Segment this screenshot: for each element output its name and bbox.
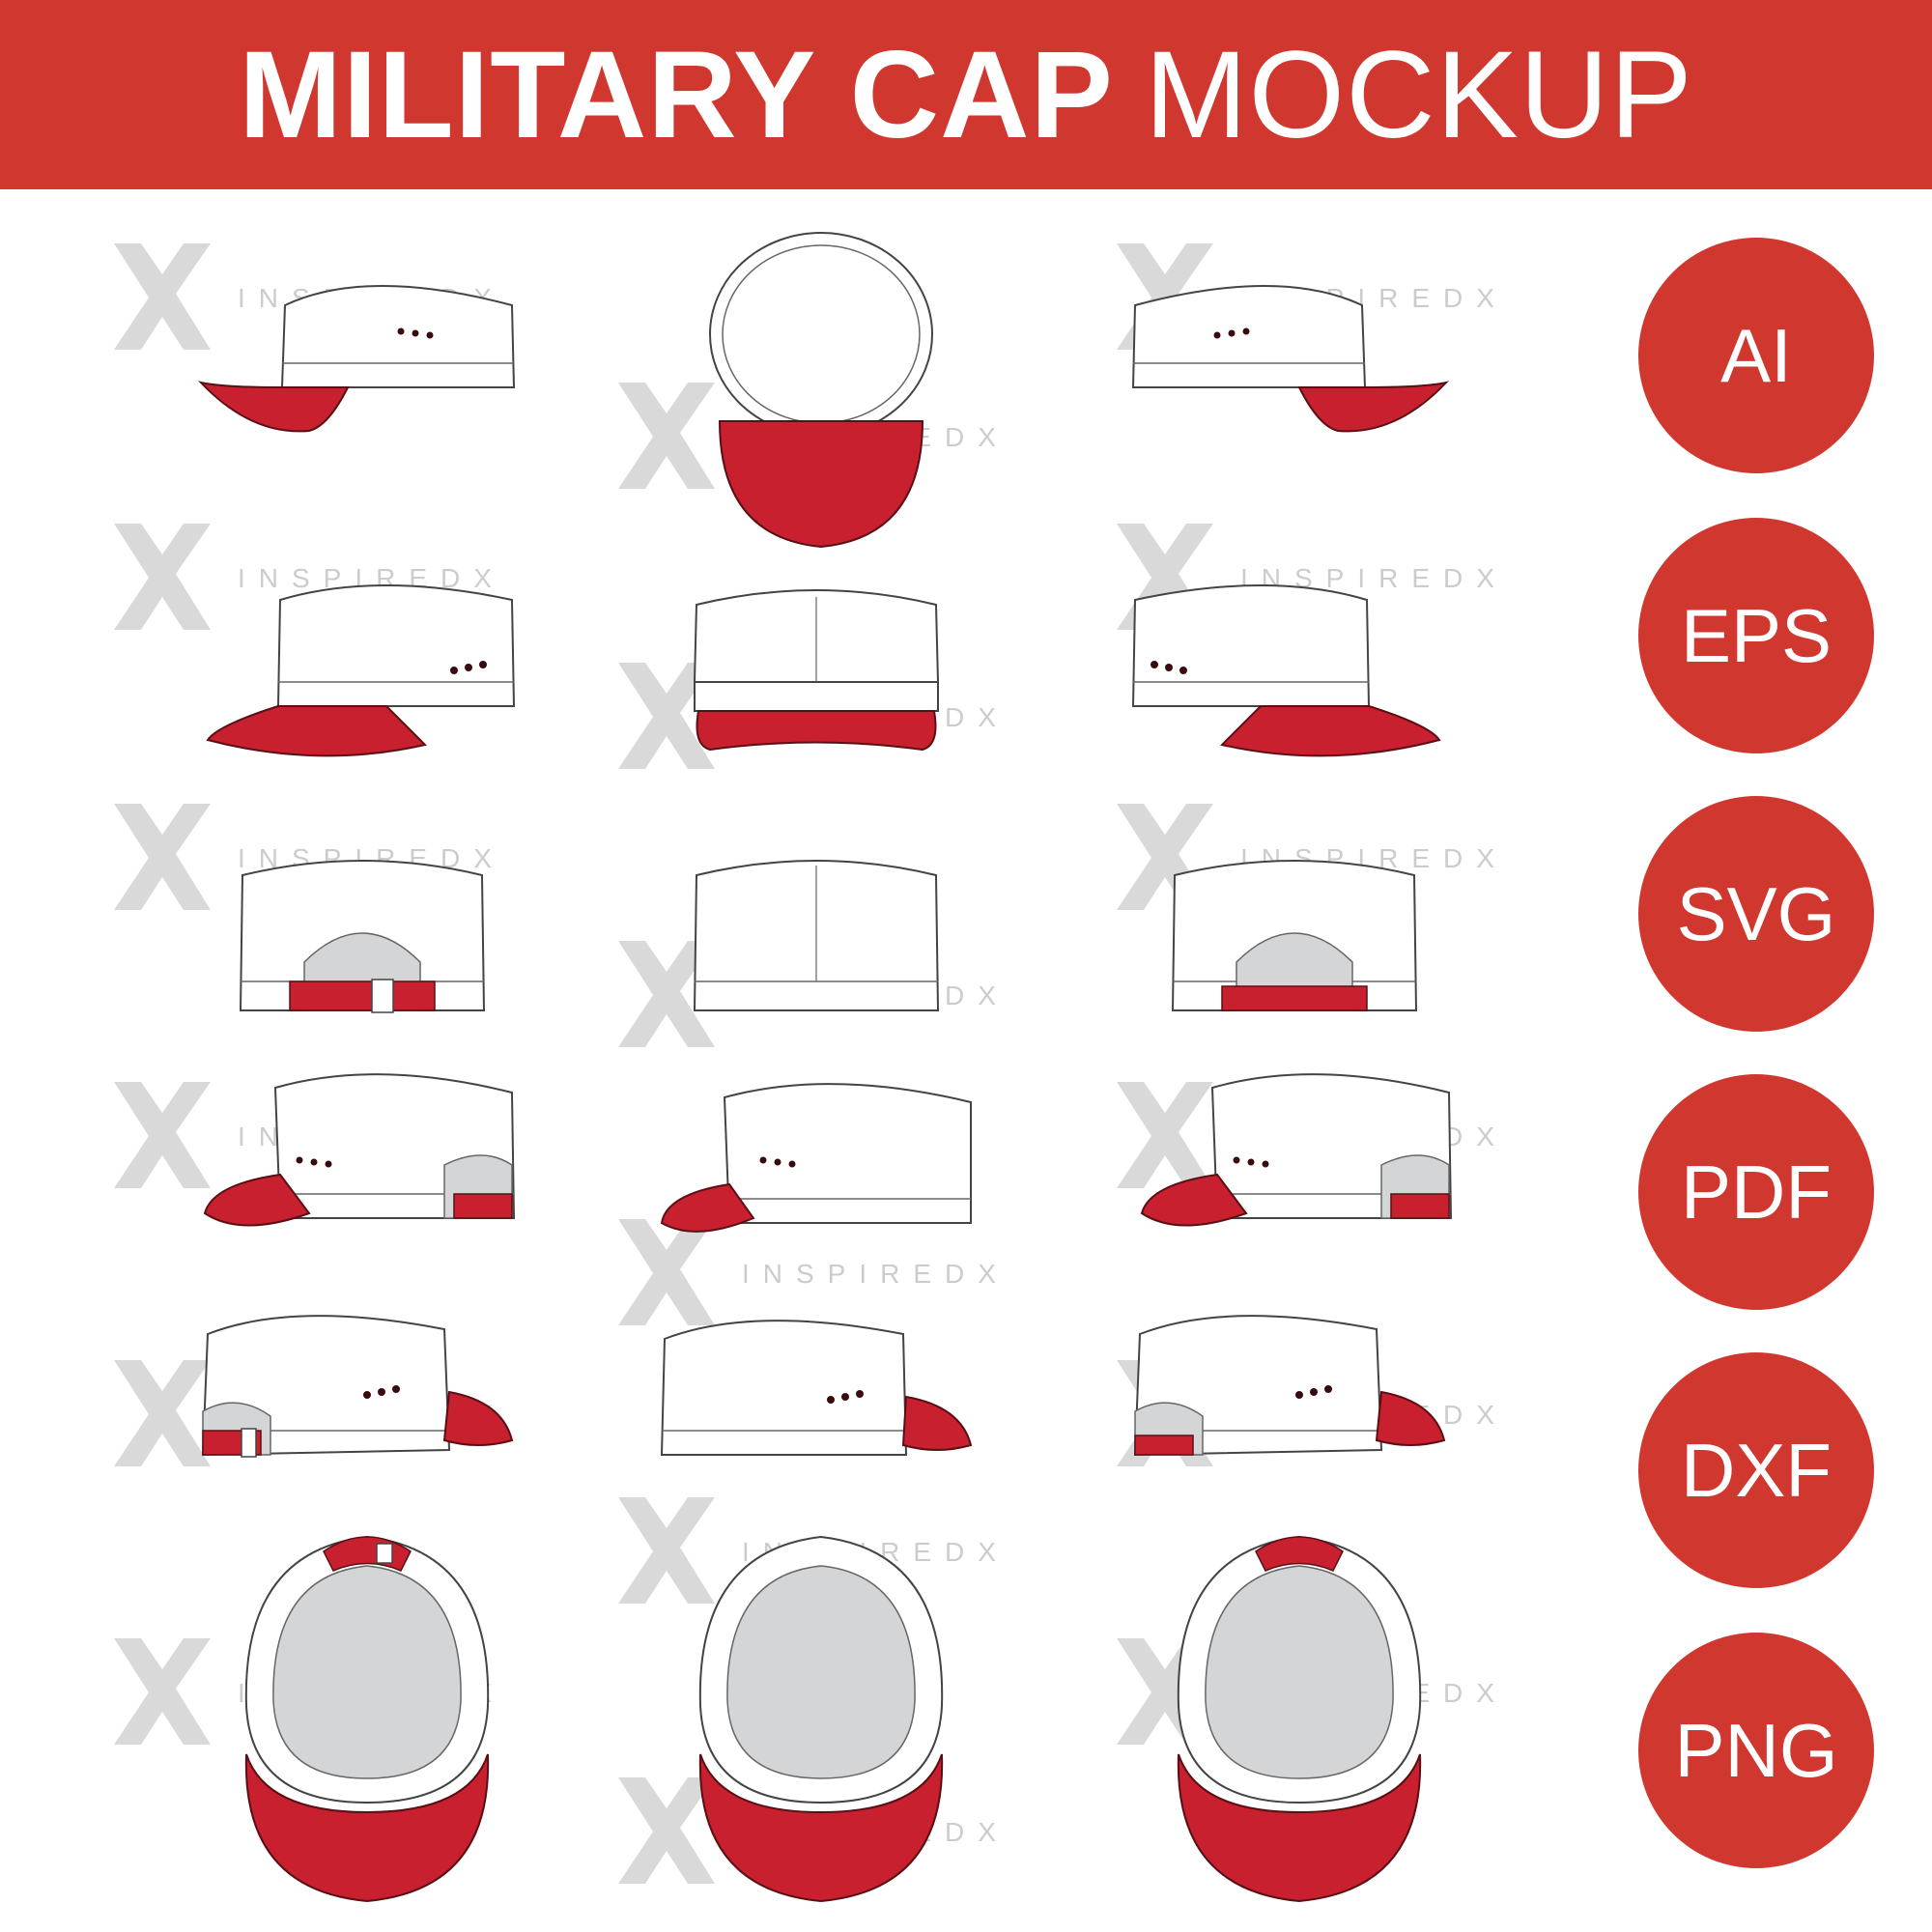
cap-front-three-quarter-left (206, 584, 516, 757)
cap-side-right-angled (660, 1320, 973, 1456)
cap-rear-side-left (201, 1315, 514, 1458)
cap-underside-plain (698, 1535, 944, 1903)
format-badge-dxf: DXF (1638, 1352, 1874, 1588)
format-badge-ai: AI (1638, 238, 1874, 473)
cap-front-three-quarter-right (1131, 584, 1441, 757)
cap-back-view-band (1171, 860, 1418, 1011)
cap-side-right (1131, 285, 1449, 433)
page-title: MILITARY CAP MOCKUP (0, 0, 1932, 189)
cap-top-view (709, 232, 933, 549)
cap-rear-three-quarter-left (203, 1073, 516, 1227)
inspiredx-watermark: INSPIREDX (114, 524, 500, 635)
title-banner (0, 0, 1932, 189)
format-badge-pdf: PDF (1638, 1074, 1874, 1310)
cap-rear-side-right (1133, 1315, 1446, 1457)
cap-back-view-strap (239, 860, 486, 1013)
cap-side-rear-view (660, 1083, 972, 1233)
inspiredx-logo-icon: INSPIREDX (114, 524, 492, 630)
cap-underside-strap (244, 1535, 490, 1903)
inspiredx-wordmark: INSPIREDX (742, 1259, 1005, 1289)
inspiredx-watermark: INSPIREDX (618, 1219, 1005, 1330)
format-badge-svg: SVG (1638, 796, 1874, 1032)
title-light: MOCKUP (1144, 25, 1693, 164)
inspiredx-logo-icon: INSPIREDX (618, 1219, 1005, 1325)
cap-rear-three-quarter-right (1140, 1073, 1453, 1227)
cap-side-left (198, 285, 516, 433)
title-bold: MILITARY CAP (239, 25, 1114, 164)
cap-underside-band (1177, 1535, 1422, 1903)
format-badges: AI EPS SVG PDF DXF PNG (1638, 0, 1874, 1932)
mockup-grid: INSPIREDX INSPIREDX INSPIREDX INSPIREDX … (0, 189, 1623, 1932)
format-badge-eps: EPS (1638, 518, 1874, 753)
format-badge-png: PNG (1638, 1633, 1874, 1868)
cap-front-view (693, 589, 940, 752)
cap-back-view-plain (693, 860, 940, 1011)
